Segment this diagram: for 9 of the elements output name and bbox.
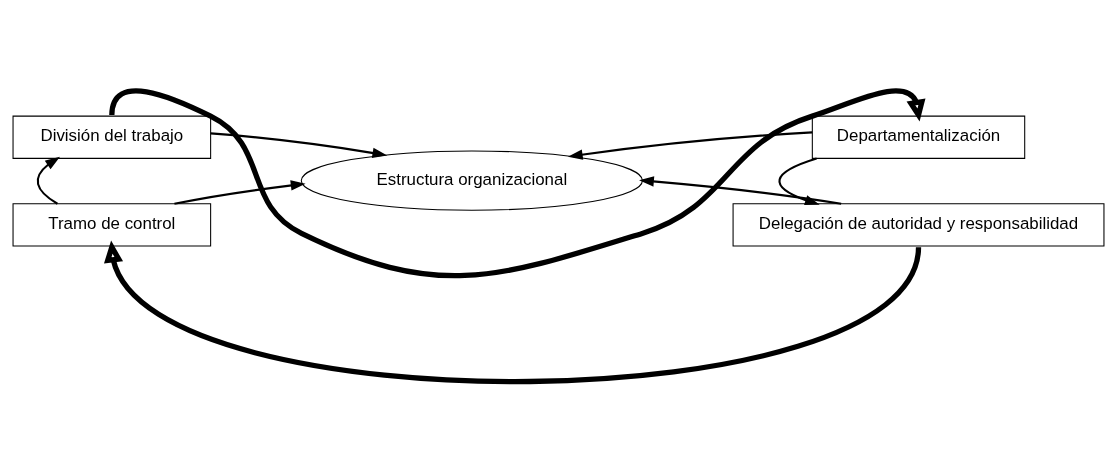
arrow	[174, 179, 306, 205]
arrow	[567, 130, 813, 160]
node-box: Tramo de control	[12, 202, 212, 247]
arrow	[210, 131, 388, 158]
arrow	[104, 240, 921, 384]
arrow	[36, 156, 61, 205]
node-box: Delegación de autoridad y responsabilidad	[732, 202, 1105, 247]
node-box: División del trabajo	[12, 115, 212, 159]
node-box: Departamentalización	[811, 115, 1026, 159]
